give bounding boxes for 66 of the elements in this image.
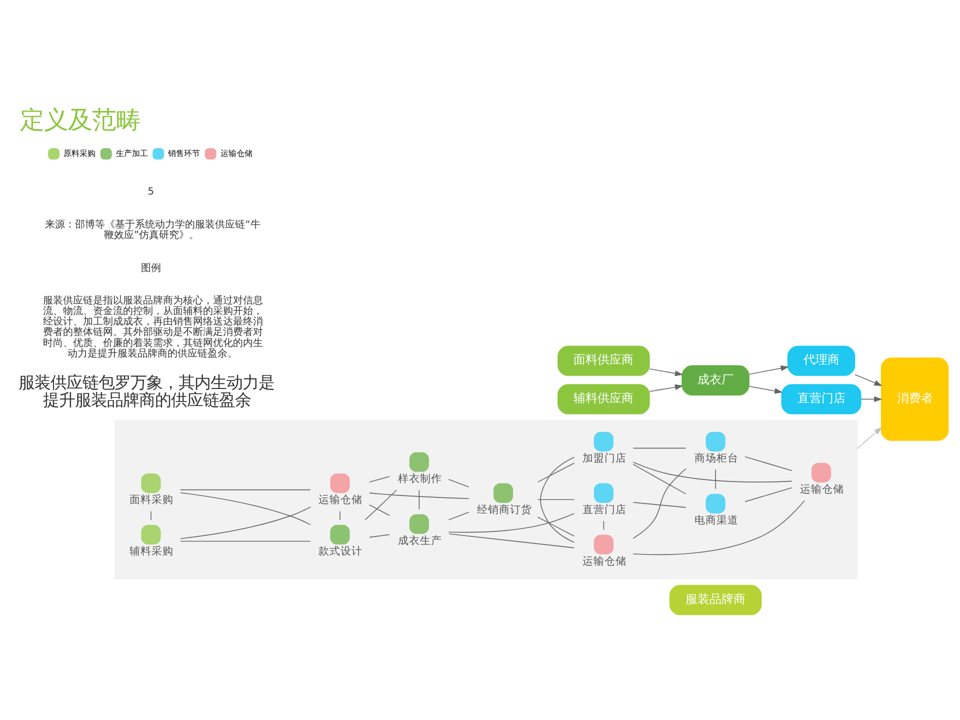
connector <box>369 492 470 500</box>
node-box: 面料供应商 <box>558 346 650 376</box>
node-label: 辅料采购 <box>130 544 174 558</box>
connector <box>448 533 574 548</box>
connector <box>150 510 152 520</box>
connector <box>632 448 686 449</box>
connector <box>744 456 792 472</box>
label: 服装供应链是指以服装品牌商为核心，通过对信息流、物流、资金流的控制，从面辅料的采购开始，经设计、加工制成成衣，再由销售网络送达最终消费者的整体链网。其外部驱动是不断满足消费者对时尚、优质、价廉的着装需求，其链网优化的内生动力是提升服装品牌商的供应链盈余。 <box>42 295 263 360</box>
connector <box>715 469 716 490</box>
node-box: 代理商 <box>787 346 856 376</box>
node-label: 款式设计 <box>318 544 363 558</box>
connector <box>537 516 575 537</box>
node-box: 成衣厂 <box>682 365 750 396</box>
node-label: 面料采购 <box>130 493 174 506</box>
connector <box>537 499 575 500</box>
cluster <box>114 420 858 580</box>
connector <box>537 462 575 482</box>
node-box: 服装品牌商 <box>669 584 762 616</box>
connector <box>448 512 470 520</box>
connector <box>632 502 686 508</box>
node-box: 辅料供应商 <box>558 384 650 414</box>
connector <box>448 513 575 533</box>
connector <box>369 534 390 538</box>
connector <box>448 478 470 488</box>
node-label: 直营门店 <box>582 503 626 516</box>
connector <box>418 490 420 510</box>
legend-label: 生产加工 <box>116 148 148 158</box>
connector <box>632 464 686 494</box>
connector <box>632 462 792 482</box>
node-label: 运输仓储 <box>800 482 844 496</box>
label: 服装供应链包罗万象，其内生动力是提升服装品牌商的供应链盈余 <box>18 372 274 410</box>
arrow <box>748 386 783 394</box>
connector <box>369 476 390 482</box>
arrow <box>860 396 882 402</box>
arrow <box>649 368 684 376</box>
legend-label: 原料采购 <box>64 148 96 158</box>
node-label: 加盟门店 <box>582 452 626 465</box>
arrow <box>748 365 789 375</box>
connector <box>180 506 311 540</box>
label: 图例 <box>140 263 161 274</box>
node-label: 运输仓储 <box>318 493 363 506</box>
node-label: 电商渠道 <box>694 514 738 527</box>
label: 来源：邵博等《基于系统动力学的服装供应链“牛鞭效应”仿真研究》。 <box>45 219 260 242</box>
legend-label: 运输仓储 <box>220 148 252 158</box>
node-label: 运输仓储 <box>582 554 626 568</box>
node-box: 直营门店 <box>781 384 862 414</box>
label: 5 <box>148 186 154 198</box>
node-box: 消费者 <box>880 358 949 441</box>
node-label: 成衣生产 <box>398 534 442 548</box>
connector <box>364 490 398 520</box>
connector <box>180 540 311 542</box>
connector <box>540 456 575 543</box>
node-label: 样衣制作 <box>398 472 442 485</box>
node-label: 经销商订货 <box>477 503 532 516</box>
legend-label: 销售环节 <box>168 148 200 158</box>
arrow <box>856 426 882 450</box>
connector <box>632 500 805 556</box>
connector <box>632 468 686 539</box>
arrow <box>649 384 684 392</box>
connector <box>744 487 792 502</box>
node-label: 商场柜台 <box>694 452 738 465</box>
connector <box>180 492 311 526</box>
arrow <box>854 374 882 386</box>
connector <box>180 489 311 490</box>
diagram-title: 定义及范畴 <box>20 105 140 134</box>
connector <box>369 504 390 516</box>
